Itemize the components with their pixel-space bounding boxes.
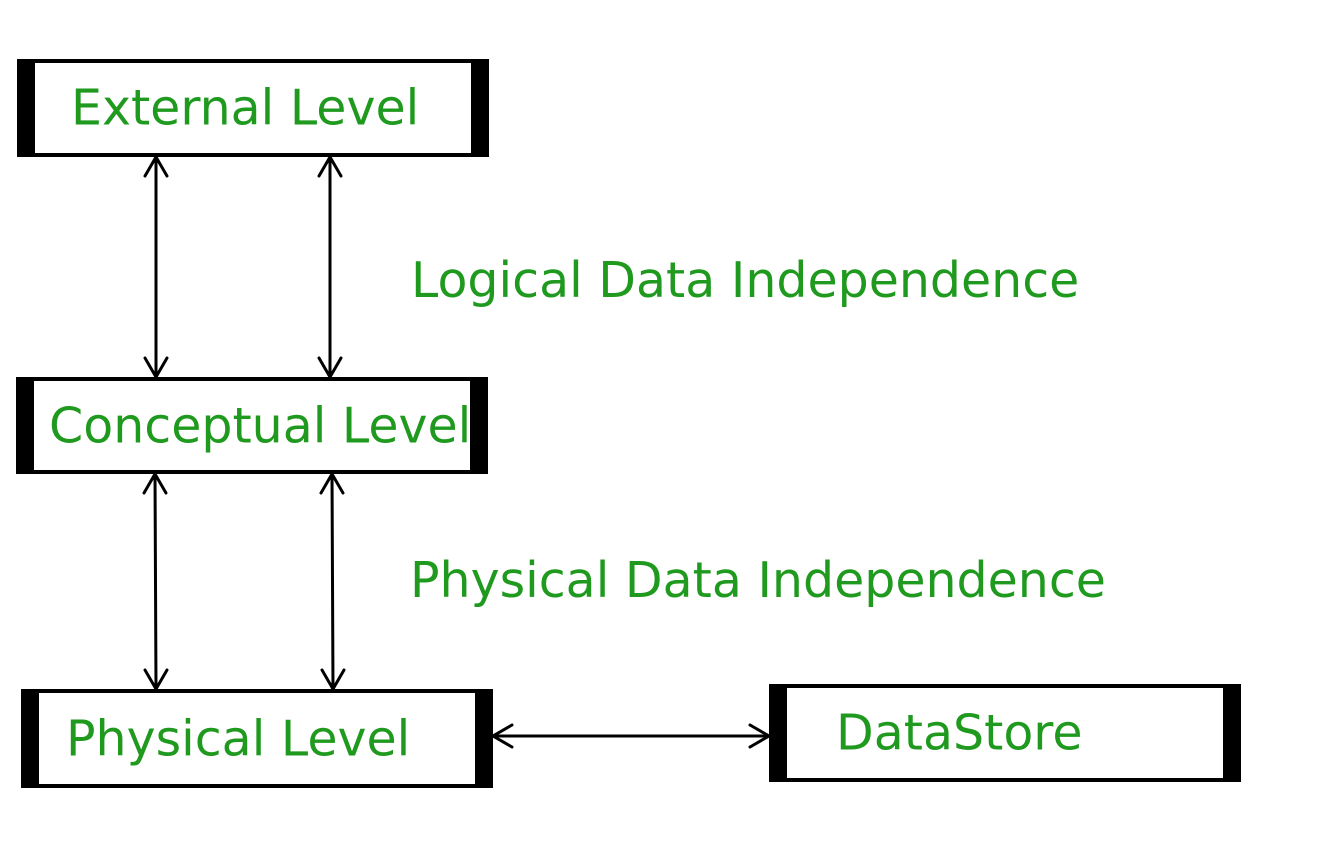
external-conceptual-left-arrow	[143, 154, 169, 380]
datastore-box: DataStore	[769, 684, 1241, 782]
conceptual-physical-right-arrow	[319, 471, 346, 692]
logical-data-independence-label: Logical Data Independence	[411, 252, 1080, 309]
conceptual-physical-left-arrow	[142, 471, 169, 692]
physical-level-box: Physical Level	[21, 689, 493, 788]
external-conceptual-right-arrow	[317, 154, 343, 380]
physical-datastore-arrow	[490, 723, 772, 749]
conceptual-level-box: Conceptual Level	[16, 377, 488, 474]
physical-level-label: Physical Level	[66, 710, 411, 767]
datastore-label: DataStore	[836, 704, 1083, 762]
physical-data-independence-label: Physical Data Independence	[410, 552, 1106, 609]
conceptual-level-label: Conceptual Level	[49, 397, 472, 454]
external-level-label: External Level	[71, 79, 420, 137]
external-level-box: External Level	[17, 59, 489, 157]
